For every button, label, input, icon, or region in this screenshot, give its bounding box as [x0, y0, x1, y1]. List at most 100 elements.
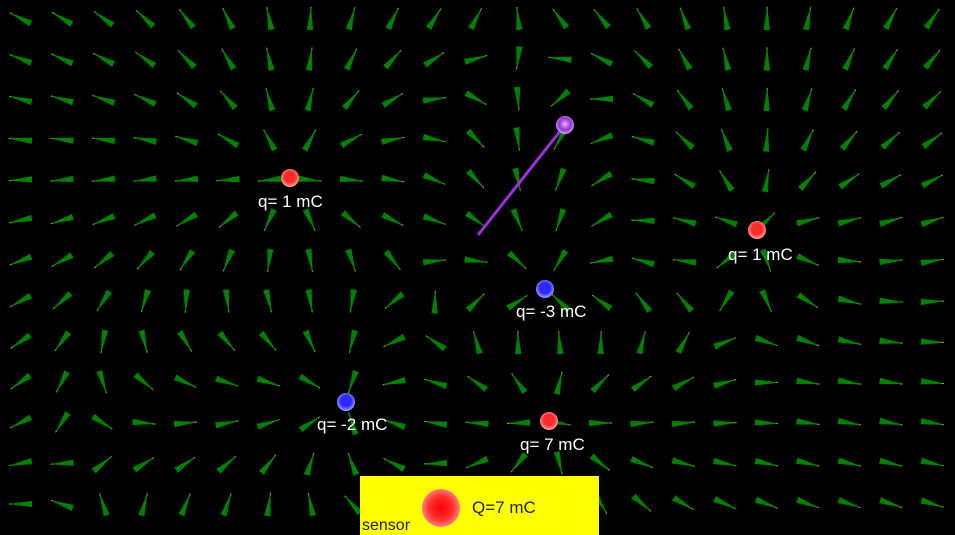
field-arrow: [298, 373, 321, 389]
field-arrow: [671, 457, 696, 467]
field-arrow: [879, 174, 902, 189]
field-arrow: [879, 297, 904, 304]
field-arrow: [550, 293, 571, 313]
field-arrow: [796, 496, 820, 509]
field-arrow: [174, 135, 199, 147]
field-arrow: [301, 128, 317, 152]
field-arrow: [215, 375, 239, 387]
field-arrow: [266, 6, 275, 31]
field-arrow: [266, 46, 275, 71]
field-arrow: [879, 258, 904, 266]
field-arrow: [51, 11, 74, 27]
field-arrow: [217, 330, 236, 352]
field-arrow: [49, 95, 74, 106]
sensor-probe[interactable]: [556, 116, 574, 134]
field-arrow: [258, 454, 277, 475]
field-arrow: [879, 497, 903, 508]
field-arrow: [381, 376, 406, 386]
field-arrow: [597, 330, 604, 355]
field-arrow: [49, 175, 74, 183]
field-arrow: [879, 337, 904, 344]
sensor-tool[interactable]: sensor: [362, 517, 411, 534]
field-arrow: [340, 210, 362, 229]
field-arrow: [173, 374, 197, 388]
field-arrow: [50, 53, 74, 67]
field-arrow: [837, 496, 862, 508]
field-arrow: [636, 7, 652, 30]
field-arrow: [423, 51, 446, 68]
field-arrow: [382, 333, 406, 348]
new-charge-button[interactable]: [422, 489, 460, 527]
field-arrow: [174, 175, 199, 182]
field-arrow: [464, 420, 489, 427]
field-arrow: [920, 298, 945, 306]
field-arrow: [713, 379, 738, 389]
field-arrow: [590, 170, 613, 187]
field-arrow: [837, 295, 862, 305]
field-arrow: [133, 212, 157, 226]
field-arrow: [589, 453, 611, 471]
field-arrow: [630, 217, 655, 225]
field-arrow: [264, 492, 271, 517]
field-arrow: [50, 499, 74, 512]
field-arrow: [800, 128, 814, 152]
positive-charge[interactable]: [540, 412, 558, 430]
positive-charge[interactable]: [281, 169, 299, 187]
field-arrow: [879, 457, 904, 467]
charge-label: q= -3 mC: [516, 302, 587, 321]
field-arrow: [341, 89, 360, 111]
field-arrow: [8, 54, 33, 66]
field-arrow: [91, 455, 113, 474]
field-arrow: [555, 167, 567, 192]
field-arrow: [133, 372, 154, 391]
field-arrow: [796, 292, 819, 309]
negative-charge[interactable]: [337, 393, 355, 411]
field-arrow: [91, 95, 116, 106]
field-arrow: [425, 335, 447, 352]
field-arrow: [8, 457, 33, 466]
field-arrow: [305, 46, 313, 71]
field-arrow: [425, 7, 442, 30]
field-arrow: [10, 332, 32, 349]
field-arrow: [9, 414, 33, 429]
field-arrow: [91, 213, 116, 225]
field-arrow: [589, 95, 614, 103]
field-arrow: [100, 329, 109, 354]
field-arrow: [721, 87, 733, 112]
field-arrow: [515, 330, 522, 355]
field-arrow: [178, 492, 191, 517]
positive-charge[interactable]: [748, 221, 766, 239]
field-arrow: [590, 373, 610, 394]
field-arrow: [304, 87, 314, 112]
field-arrow: [465, 293, 486, 313]
field-arrow: [173, 420, 198, 428]
field-arrow: [713, 337, 737, 350]
field-arrow: [381, 92, 404, 108]
field-arrow: [431, 289, 438, 314]
field-arrow: [796, 217, 821, 227]
field-arrow: [465, 455, 489, 469]
field-arrow: [796, 253, 820, 266]
field-arrow: [383, 249, 401, 271]
field-arrow: [589, 255, 614, 264]
field-arrow: [99, 492, 110, 517]
field-arrow: [678, 47, 693, 71]
charge-label: q= 1 mC: [258, 192, 323, 211]
field-arrow: [842, 6, 855, 31]
field-arrow: [177, 49, 197, 70]
field-arrow: [723, 6, 731, 31]
field-arrow: [588, 419, 613, 427]
field-arrow: [754, 496, 779, 509]
field-arrow: [345, 248, 356, 273]
field-arrow: [920, 338, 945, 345]
field-arrow: [263, 129, 278, 152]
field-arrow: [547, 56, 572, 63]
negative-charge[interactable]: [536, 280, 554, 298]
field-arrow: [510, 452, 528, 473]
field-arrow: [423, 421, 448, 428]
charge-label: q= 1 mC: [728, 245, 793, 264]
field-arrow: [92, 52, 116, 68]
field-arrow: [9, 12, 33, 27]
field-arrow: [385, 7, 399, 31]
